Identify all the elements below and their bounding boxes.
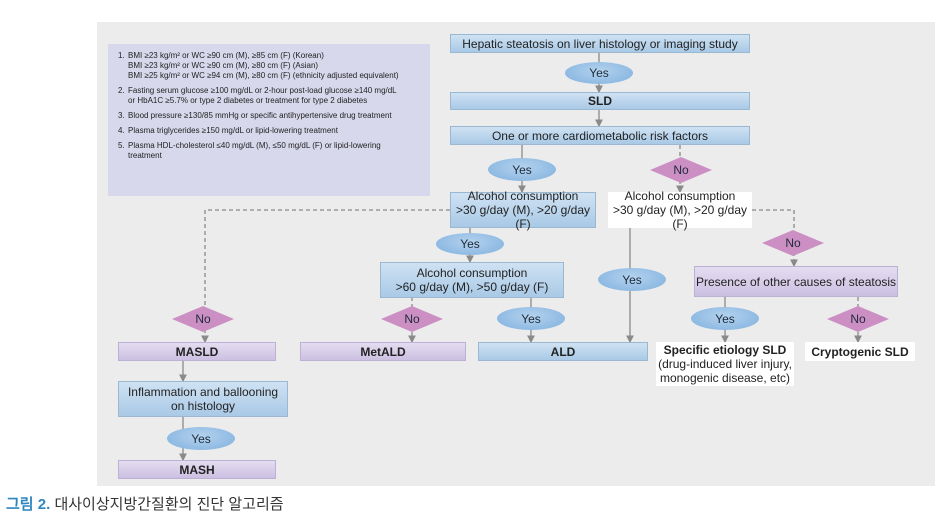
criterion-number: 4.	[118, 126, 125, 135]
alcohol-high-node: Alcohol consumption >60 g/day (M), >50 g…	[380, 262, 564, 298]
yes-decision: Yes	[488, 158, 556, 181]
criterion-line: BMI ≥23 kg/m² or WC ≥90 cm (M), ≥80 cm (…	[128, 61, 319, 70]
criterion-line: Plasma triglycerides ≥150 mg/dL or lipid…	[128, 126, 338, 135]
node-label: Hepatic steatosis on liver histology or …	[462, 36, 738, 51]
figure-number: 그림 2.	[6, 496, 51, 513]
decision-label: Yes	[460, 237, 480, 251]
node-label: Presence of other causes of steatosis	[695, 274, 897, 289]
yes-decision: Yes	[598, 268, 666, 291]
criterion-line: treatment	[128, 151, 162, 160]
decision-label: Yes	[191, 431, 211, 446]
figure-caption: 그림 2. 대사이상지방간질환의 진단 알고리즘	[6, 493, 284, 514]
node-label: Cryptogenic SLD	[811, 344, 909, 359]
decision-label: No	[195, 312, 211, 326]
node-label: Alcohol consumption	[624, 189, 736, 203]
hepatic-steatosis-node: Hepatic steatosis on liver histology or …	[450, 34, 750, 53]
node-label: >60 g/day (M), >50 g/day (F)	[395, 280, 549, 294]
node-label: MASH	[179, 462, 215, 477]
inflammation-node: Inflammation and ballooning on histology	[118, 381, 288, 417]
node-label: One or more cardiometabolic risk factors	[491, 128, 709, 143]
no-decision: No	[827, 306, 889, 332]
node-label: ALD	[550, 344, 576, 359]
decision-label: No	[673, 163, 689, 177]
criterion-line: Blood pressure ≥130/85 mmHg or specific …	[128, 111, 392, 120]
node-label: >30 g/day (M), >20 g/day (F)	[612, 203, 748, 231]
criterion-number: 2.	[118, 86, 125, 95]
ald-node: ALD	[478, 342, 648, 361]
no-decision: No	[762, 230, 824, 256]
criterion-line: or HbA1C ≥5.7% or type 2 diabetes or tre…	[128, 96, 368, 105]
node-label: Specific etiology SLD	[663, 343, 787, 357]
criterion-line: Fasting serum glucose ≥100 mg/dL or 2-ho…	[128, 86, 397, 95]
yes-decision: Yes	[497, 307, 565, 330]
criterion-4: 4. Plasma triglycerides ≥150 mg/dL or li…	[118, 126, 422, 136]
criterion-line: Plasma HDL-cholesterol ≤40 mg/dL (M), ≤5…	[128, 141, 381, 150]
specific-etiology-node: Specific etiology SLD (drug-induced live…	[656, 342, 794, 386]
metald-node: MetALD	[300, 342, 466, 361]
decision-label: Yes	[521, 311, 541, 326]
decision-label: Yes	[715, 311, 735, 326]
no-decision: No	[381, 306, 443, 332]
alcohol-right-node: Alcohol consumption >30 g/day (M), >20 g…	[608, 189, 752, 231]
decision-label: Yes	[622, 272, 642, 287]
criterion-number: 1.	[118, 51, 125, 60]
node-label: Alcohol consumption	[416, 266, 528, 280]
yes-decision: Yes	[691, 307, 759, 330]
risk-factors-node: One or more cardiometabolic risk factors	[450, 126, 750, 145]
node-label: SLD	[588, 94, 612, 108]
other-causes-node: Presence of other causes of steatosis	[694, 266, 898, 297]
masld-node: MASLD	[118, 342, 276, 361]
mash-node: MASH	[118, 460, 276, 479]
node-label: >30 g/day (M), >20 g/day (F)	[455, 203, 591, 231]
node-label: Inflammation and ballooning	[127, 385, 279, 399]
decision-label: No	[785, 236, 801, 250]
cryptogenic-node: Cryptogenic SLD	[805, 342, 915, 361]
sld-node: SLD	[450, 92, 750, 110]
criterion-number: 5.	[118, 141, 125, 150]
criterion-3: 3. Blood pressure ≥130/85 mmHg or specif…	[118, 111, 422, 121]
no-decision: No	[172, 306, 234, 332]
yes-decision: Yes	[565, 62, 633, 84]
criterion-line: BMI ≥23 kg/m² or WC ≥90 cm (M), ≥85 cm (…	[128, 51, 324, 60]
node-label: (drug-induced liver injury,	[658, 357, 792, 371]
criterion-2: 2. Fasting serum glucose ≥100 mg/dL or 2…	[118, 86, 422, 106]
criterion-number: 3.	[118, 111, 125, 120]
decision-label: No	[404, 312, 420, 326]
figure-title: 대사이상지방간질환의 진단 알고리즘	[50, 496, 284, 513]
decision-label: No	[850, 312, 866, 326]
yes-decision: Yes	[436, 233, 504, 255]
yes-decision: Yes	[167, 427, 235, 450]
node-label: on histology	[170, 399, 236, 413]
arrow-alcohol-left-to-masld	[201, 209, 450, 344]
node-label: MASLD	[175, 344, 219, 359]
node-label: Alcohol consumption	[467, 189, 579, 203]
risk-criteria-panel: 1. BMI ≥23 kg/m² or WC ≥90 cm (M), ≥85 c…	[108, 44, 430, 196]
alcohol-left-node: Alcohol consumption >30 g/day (M), >20 g…	[450, 189, 596, 231]
criterion-line: BMI ≥25 kg/m² or WC ≥94 cm (M), ≥80 cm (…	[128, 71, 399, 80]
no-decision: No	[650, 157, 712, 183]
node-label: MetALD	[360, 344, 406, 359]
decision-label: Yes	[589, 66, 609, 80]
node-label: monogenic disease, etc)	[659, 371, 791, 385]
decision-label: Yes	[512, 162, 532, 177]
criterion-1: 1. BMI ≥23 kg/m² or WC ≥90 cm (M), ≥85 c…	[118, 51, 422, 81]
criterion-5: 5. Plasma HDL-cholesterol ≤40 mg/dL (M),…	[118, 141, 422, 161]
